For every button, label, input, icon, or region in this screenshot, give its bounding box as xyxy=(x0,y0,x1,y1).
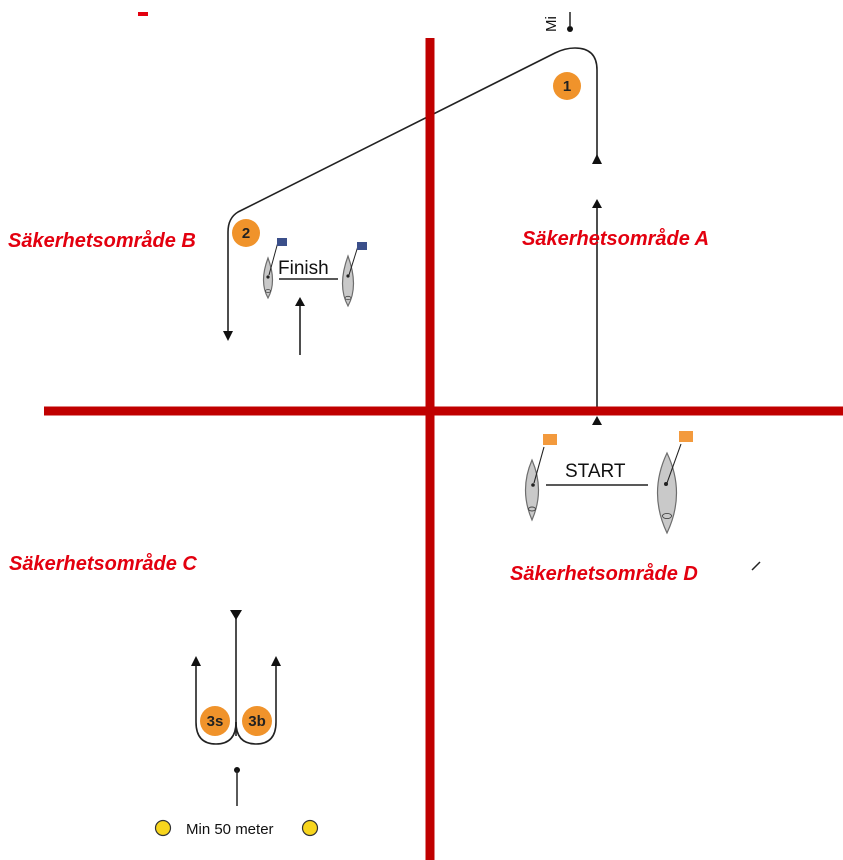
arrow-up-start-line xyxy=(592,416,602,425)
mark-3s-buoy xyxy=(200,706,230,736)
mark-1-label: 1 xyxy=(563,78,571,95)
arrow-up-mark1 xyxy=(592,154,602,164)
gate-buoy-left xyxy=(154,819,172,837)
top-wind-dot xyxy=(567,26,573,32)
min-distance-label: Min 50 meter xyxy=(186,821,274,838)
gate-3s-arrow xyxy=(191,656,201,666)
mark-2-label: 2 xyxy=(242,225,250,242)
start-label: START xyxy=(565,461,626,482)
gate-3b-rounding xyxy=(235,664,277,745)
zone-label-c: Säkerhetsområde C xyxy=(9,552,197,575)
zone-label-b: Säkerhetsområde B xyxy=(8,229,196,252)
start-boat-right xyxy=(656,431,693,535)
top-red-tick xyxy=(138,12,148,16)
gate-3b-arrow xyxy=(271,656,281,666)
start-boat-left xyxy=(524,434,557,522)
mark-3s-label: 3s xyxy=(207,713,224,730)
top-cut-label: Mi xyxy=(543,16,560,32)
arrow-up-from-start xyxy=(592,199,602,208)
finish-boat-right xyxy=(341,242,367,308)
gate-downwind-arrow xyxy=(230,610,242,620)
stray-mark xyxy=(751,561,761,571)
zone-label-a: Säkerhetsområde A xyxy=(522,227,709,250)
gate-3s-rounding xyxy=(195,664,237,745)
mark-3b-buoy xyxy=(242,706,272,736)
arrow-down-left-leg xyxy=(223,331,233,341)
finish-boat-left xyxy=(262,238,287,300)
mark-1-buoy xyxy=(553,72,581,100)
finish-approach-arrow xyxy=(295,297,305,306)
course-leg-1-2 xyxy=(227,47,598,332)
gate-buoy-right xyxy=(301,819,319,837)
zone-label-d: Säkerhetsområde D xyxy=(510,562,698,585)
mark-3b-label: 3b xyxy=(248,713,266,730)
finish-label: Finish xyxy=(278,258,329,279)
mark-2-buoy xyxy=(232,219,260,247)
